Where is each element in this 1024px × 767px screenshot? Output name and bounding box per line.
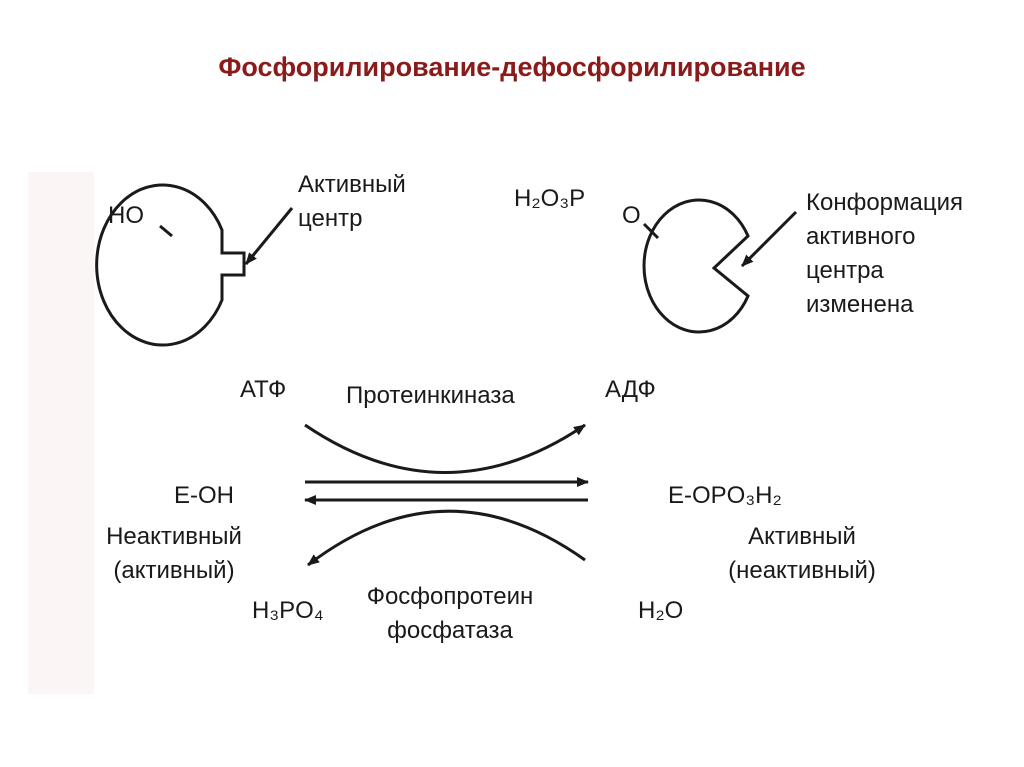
o-linker-label: O: [622, 202, 641, 229]
conformation-label-line1: Конформация: [806, 189, 964, 216]
e-oh-label: E-OH: [174, 482, 234, 509]
conformation-label-line2: активного: [806, 223, 916, 250]
conformation-pointer: [740, 210, 798, 268]
right-state-line1: Активный: [748, 523, 856, 550]
right-state-line2: (неактивный): [728, 557, 876, 584]
h3po4-label: H₃PO₄: [252, 597, 324, 624]
active-center-label-line2: центр: [298, 205, 363, 232]
phosphatase-label-line2: фосфатаза: [387, 617, 513, 644]
left-state-line1: Неактивный: [106, 523, 242, 550]
conformation-label-line4: изменена: [806, 291, 914, 318]
phosphatase-label-line1: Фосфопротеин: [366, 583, 534, 610]
ho-group-label: HO: [108, 202, 144, 229]
left-state-line2: (активный): [113, 557, 235, 584]
atp-label: АТФ: [240, 376, 287, 403]
kinase-arc-arrow: [304, 423, 586, 474]
phospho-group-label: H₂O₃P: [514, 185, 586, 212]
enzyme-inactive-shape: [95, 183, 246, 347]
conformation-label-line3: центра: [806, 257, 884, 284]
water-label: H₂O: [638, 597, 684, 624]
kinase-label: Протеинкиназа: [346, 382, 515, 409]
slide-title: Фосфорилирование-дефосфорилирование: [218, 52, 806, 82]
left-decor-strip: [28, 172, 94, 694]
ho-bond: [159, 224, 173, 238]
e-opo3h2-label: E-OPO₃H₂: [668, 482, 782, 509]
enzyme-active-shape: [642, 198, 750, 334]
active-center-pointer: [244, 207, 294, 265]
phosphatase-arc-arrow: [307, 509, 586, 567]
adp-label: АДФ: [605, 376, 656, 403]
o-bond: [642, 222, 660, 240]
active-center-label-line1: Активный: [298, 171, 406, 198]
